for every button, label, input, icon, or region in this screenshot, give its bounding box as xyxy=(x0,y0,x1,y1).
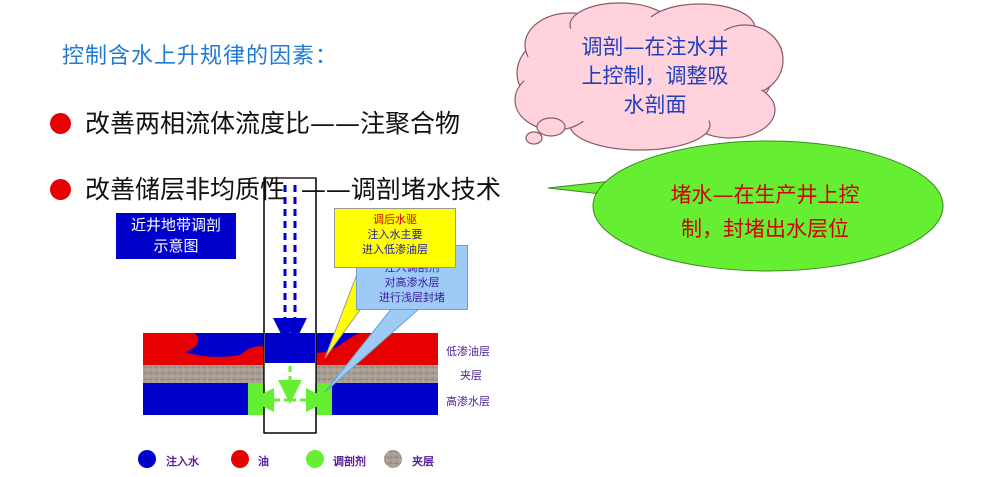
callout-line: 进入低渗油层 xyxy=(362,243,428,256)
legend-agent-marker xyxy=(306,450,324,468)
red-bullet-icon xyxy=(50,179,71,200)
ellipse-line: 制，封堵出水层位 xyxy=(681,217,849,241)
ellipse-text: 堵水—在生产井上控 制，封堵出水层位 xyxy=(605,178,925,246)
legend-label-interlayer: 夹层 xyxy=(412,455,434,468)
green-callout xyxy=(547,140,944,272)
legend-label-agent: 调剖剂 xyxy=(333,455,366,468)
red-bullet-icon xyxy=(50,113,71,134)
bullet-text: 改善两相流体流度比——注聚合物 xyxy=(85,109,461,138)
layer-label-interlayer: 夹层 xyxy=(460,369,482,382)
cloud-text: 调剖—在注水井 上控制，调整吸 水剖面 xyxy=(540,33,770,120)
diagram-label: 近井地带调剖 示意图 xyxy=(116,213,236,259)
callout-line: 注入水主要 xyxy=(367,228,423,241)
cloud-line: 调剖—在注水井 xyxy=(581,35,729,59)
legend-oil-marker xyxy=(231,450,249,468)
legend-markers xyxy=(138,450,402,468)
injection-arrows xyxy=(267,185,307,359)
cloud-line: 上控制，调整吸 xyxy=(581,64,729,88)
legend-interlayer-marker xyxy=(384,450,402,468)
diagram-label-line: 示意图 xyxy=(153,237,199,255)
bullet-item: 改善两相流体流度比——注聚合物 xyxy=(50,104,460,140)
page-title: 控制含水上升规律的因素： xyxy=(62,44,339,69)
diagram-label-line: 近井地带调剖 xyxy=(130,216,221,234)
callout-line: 对高渗水层 xyxy=(384,276,440,289)
bullet-item: 改善储层非均质性 ——调剖堵水技术 xyxy=(50,170,501,206)
cloud-line: 水剖面 xyxy=(623,93,687,117)
layer-label-water: 高渗水层 xyxy=(446,395,490,408)
callout-line: 调后水驱 xyxy=(373,213,417,226)
legend-label-water: 注入水 xyxy=(166,455,199,468)
layer-label-oil: 低渗油层 xyxy=(446,345,490,358)
waterflood-callout: 调后水驱 注入水主要 进入低渗油层 xyxy=(334,208,456,268)
wellbore xyxy=(263,177,317,434)
callout-line: 进行浅层封堵 xyxy=(379,291,445,304)
legend-label-oil: 油 xyxy=(258,455,269,468)
ellipse-line: 堵水—在生产井上控 xyxy=(670,183,860,207)
bullet-text: 改善储层非均质性 ——调剖堵水技术 xyxy=(85,175,501,204)
cloud-bubble xyxy=(514,2,784,151)
legend-water-marker xyxy=(138,450,156,468)
agent-arrows xyxy=(250,366,330,412)
